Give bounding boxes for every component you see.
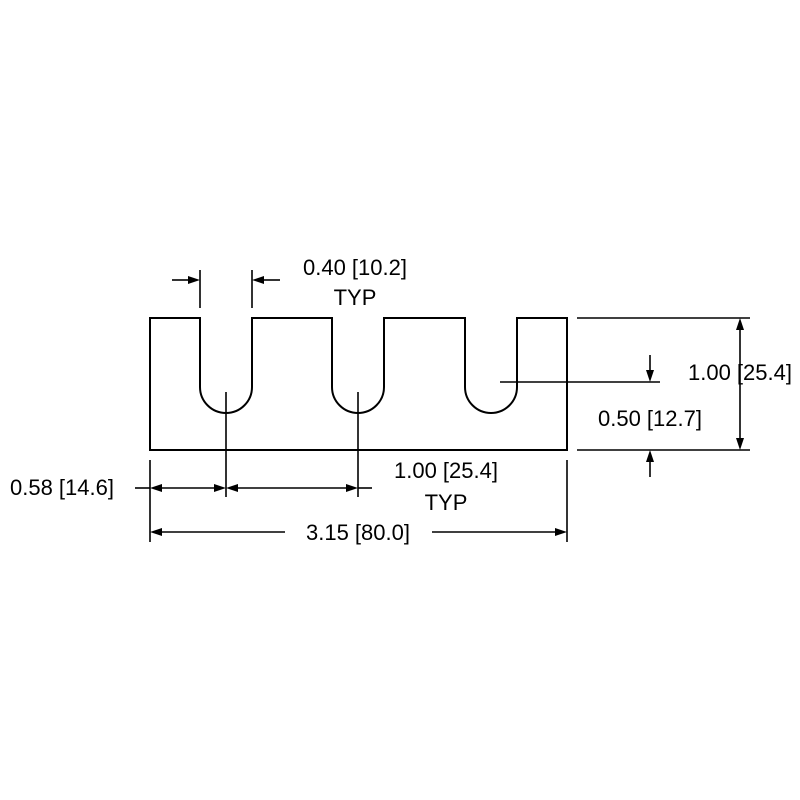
slot-pitch-label: 1.00 [25.4]: [394, 458, 498, 483]
slot-pitch-typ-label: TYP: [425, 490, 468, 515]
slot-width-dimension: 0.40 [10.2] TYP: [172, 255, 407, 310]
length-dimensions: 0.58 [14.6] 1.00 [25.4] TYP 3.15 [80.0]: [10, 392, 568, 545]
height-dimensions: 1.00 [25.4] 0.50 [12.7]: [500, 317, 792, 477]
slot-width-label: 0.40 [10.2]: [303, 255, 407, 280]
slot-depth-label: 0.50 [12.7]: [598, 406, 702, 431]
slot-offset-label: 0.58 [14.6]: [10, 475, 114, 500]
overall-length-label: 3.15 [80.0]: [306, 520, 410, 545]
part-outline: [149, 317, 568, 451]
slot-width-typ-label: TYP: [334, 285, 377, 310]
total-height-label: 1.00 [25.4]: [688, 360, 792, 385]
